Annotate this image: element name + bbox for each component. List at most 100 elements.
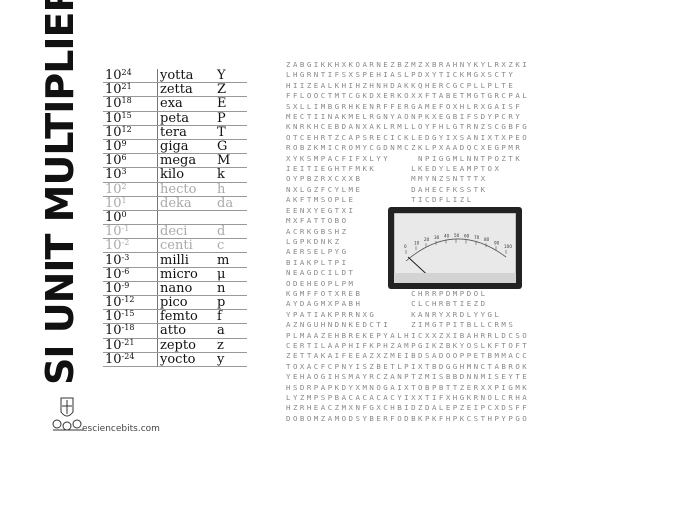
prefix-name: peta [157, 111, 212, 126]
power-cell: 100 [103, 209, 158, 226]
prefix-name: tera [157, 125, 212, 140]
exponent: 9 [121, 139, 127, 149]
prefix-symbol: G [212, 139, 247, 155]
meter-scale-label: 50 [454, 233, 460, 238]
grid-row: AZNGUHNDNKEDCTI ZIMGTPITBLLCRMS [286, 320, 516, 330]
grid-row: NXLGZFCYLME DAHECFKSSTK [286, 184, 488, 194]
exponent: 0 [121, 209, 127, 219]
prefix-name: nano [157, 281, 212, 297]
prefix-name: zetta [157, 82, 212, 98]
meter-scale-label: 60 [464, 233, 470, 238]
grid-row: ZABGIKKHXKOARNEZBZMZXBRAHNYKYLRXZKI [286, 60, 530, 69]
prefix-symbol: Z [212, 82, 247, 98]
power-cell: 10-18 [103, 323, 158, 339]
grid-row: ROBZKMICROMYCGDNMCZKLPXAADQCXEGPMR [286, 143, 523, 153]
prefix-symbol [212, 210, 247, 226]
prefix-symbol: d [212, 224, 247, 240]
prefix-name: atto [157, 323, 212, 339]
meter-scale-label: 80 [484, 237, 490, 242]
page-title: SI UNIT MULTIPLIERS [38, 0, 82, 385]
exponent: 21 [121, 82, 132, 92]
grid-row: AKFTMSOPLE TICDFLIZL [286, 195, 474, 205]
meter-scale-label: 40 [444, 233, 450, 238]
prefix-name: yotta [157, 69, 212, 84]
grid-row: HIIZEALKHIHZHNHDAKKQHERCGCPLLPLTE [286, 80, 516, 90]
meter-scale-label: 30 [434, 235, 440, 240]
power-cell: 103 [103, 167, 158, 183]
power-cell: 1018 [103, 96, 158, 112]
grid-row: HZRHEACZMXNFGXCHBIDZDALEPZEIPCXDSFF [286, 403, 530, 413]
prefix-name: pico [157, 295, 212, 311]
prefix-name: hecto [157, 182, 212, 197]
exponent: 6 [121, 153, 127, 163]
grid-row: IEITIEGHTFMKK LKEDYLEAMPTOX [286, 164, 502, 174]
meter-scale-label: 70 [474, 235, 480, 240]
prefix-symbol: P [212, 111, 247, 126]
prefix-symbol: y [212, 352, 247, 367]
exponent: -1 [121, 224, 130, 234]
exponent: -12 [121, 295, 135, 305]
prefix-name: micro [157, 267, 212, 282]
prefix-name: exa [157, 96, 212, 112]
prefix-symbol: n [212, 281, 247, 297]
power-cell: 10-9 [103, 280, 158, 297]
exponent: -9 [121, 280, 130, 290]
grid-row: FFLOOCTMTCGKDXERKOXXFTABETMGTGRCPAL [286, 91, 530, 101]
prefix-name: deci [157, 224, 212, 240]
meter-scale-label: 100 [504, 244, 512, 249]
power-cell: 109 [103, 139, 158, 155]
prefix-symbol: μ [212, 267, 247, 282]
prefix-name: centi [157, 238, 212, 254]
grid-row: YPATIAKPRRNXG KANRYXRDLYYGL [286, 309, 502, 319]
meter-scale-label: 20 [424, 237, 430, 242]
power-cell: 10-2 [103, 238, 158, 254]
exponent: 15 [121, 110, 132, 120]
grid-row: PLMAAZEHBREKEPYALHICXXZXIBAHRRLDCSO [286, 330, 530, 340]
grid-row: OTCEHRTZCAPSRECICKLEDGYIXSANIXTXPEO [286, 132, 530, 142]
prefix-name: mega [157, 153, 212, 169]
prefix-name: milli [157, 252, 212, 268]
power-cell: 1024 [103, 69, 158, 84]
prefix-name: femto [157, 309, 212, 325]
grid-row: TOXACFCPNYISZBETLPIXTBDGGHMNCTABROK [286, 361, 530, 371]
prefix-name: giga [157, 139, 212, 155]
power-cell: 10-12 [103, 295, 158, 311]
grid-row: CERTILAAPHIFKPHZAMPGIKZBKYOSLKFTOFT [286, 340, 530, 350]
site-credit: esciencebits.com [82, 424, 160, 434]
power-cell: 1015 [103, 110, 158, 126]
power-cell: 102 [103, 181, 158, 197]
exponent: -15 [121, 309, 135, 319]
logo-icon [52, 397, 83, 431]
grid-row: OYPBZRXCXXB MMYNZSNTTTX [286, 174, 488, 184]
exponent: -6 [121, 266, 130, 276]
prefix-name: yocto [157, 352, 212, 367]
exponent: 18 [121, 96, 132, 106]
prefix-symbol: k [212, 167, 247, 183]
exponent: -3 [121, 252, 130, 262]
prefix-symbol: Y [212, 69, 247, 84]
grid-row: SXLLIMBGRHKENRFFERGAMEFOXHLRXGAISF [286, 101, 523, 111]
grid-row: LYZMPSPBACACACACYIXXTIFXHGKRNOLCRHA [286, 393, 530, 402]
exponent: 12 [121, 124, 132, 134]
table-row: 100 [103, 209, 247, 226]
power-cell: 10-24 [103, 352, 158, 367]
grid-row: KGMFFOTXREB CHRRPDMPDOL [286, 288, 488, 298]
power-cell: 1021 [103, 82, 158, 98]
grid-row: MECTIINAKMELRGNYAONPKXEGBIFSDYPCRY [286, 112, 523, 122]
power-cell: 106 [103, 153, 158, 169]
exponent: 2 [121, 181, 127, 191]
